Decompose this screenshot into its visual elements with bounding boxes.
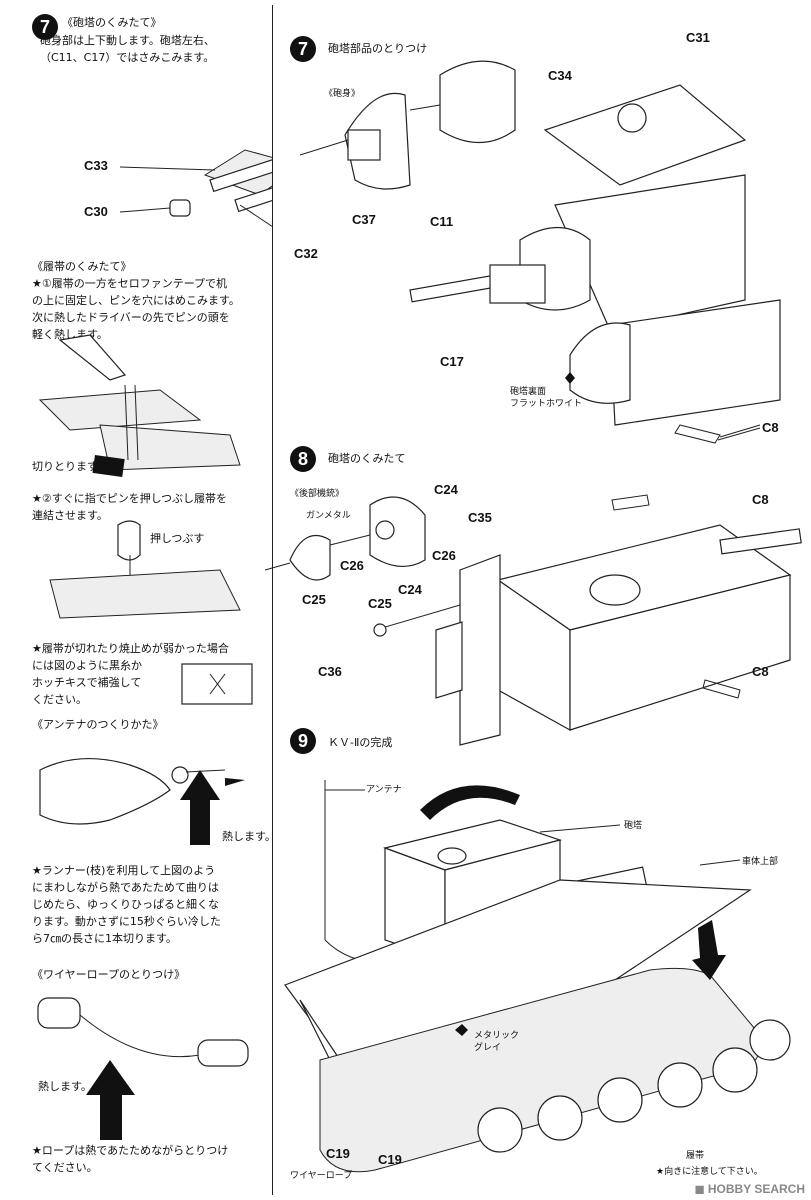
wire-title: 《ワイヤーロープのとりつけ》 bbox=[32, 968, 186, 981]
tracks-title: 《履帯のくみたて》 bbox=[32, 260, 132, 273]
part-label-c36: C36 bbox=[318, 664, 342, 679]
part-label-c19-b: C19 bbox=[378, 1152, 402, 1167]
part-label-c30: C30 bbox=[84, 204, 108, 219]
wire-heat-label: 熱します。 bbox=[38, 1080, 92, 1093]
direction-note: ★向きに注意して下さい。 bbox=[656, 1167, 763, 1177]
step-7-left-title: 《砲塔のくみたて》 bbox=[62, 16, 162, 29]
wire-rope-diagram bbox=[37, 997, 249, 1140]
wire-rope-label: ワイヤーロープ bbox=[290, 1171, 353, 1181]
part-label-c34: C34 bbox=[548, 68, 572, 83]
wire-text: ★ロープは熱であたためながらとりつけ てください。 bbox=[32, 1144, 229, 1174]
step-7-badge-right: 7 bbox=[290, 36, 316, 62]
part-label-c32: C32 bbox=[294, 246, 318, 261]
antenna-heat-label: 熱します。 bbox=[222, 830, 276, 843]
part-label-c37: C37 bbox=[352, 212, 376, 227]
antenna-label: アンテナ bbox=[366, 785, 402, 795]
part-label-c24-bottom: C24 bbox=[398, 582, 422, 597]
cut-off-label: 切りとります bbox=[32, 460, 98, 473]
tracks-text-2: ★②すぐに指でピンを押しつぶし履帯を 連結させます。 bbox=[32, 492, 228, 522]
step-9-title: ＫＶ-Ⅱの完成 bbox=[328, 736, 393, 749]
track-label: 履帯 bbox=[686, 1151, 705, 1161]
part-label-c11: C11 bbox=[430, 214, 454, 229]
antenna-text: ★ランナー(枝)を利用して上図のよう にまわしながら熱であたためて曲りは じめた… bbox=[32, 864, 221, 945]
part-label-c8-bottom: C8 bbox=[752, 664, 769, 679]
column-divider bbox=[272, 5, 273, 1195]
part-label-c17: C17 bbox=[440, 354, 464, 369]
part-label-c19-a: C19 bbox=[326, 1146, 350, 1161]
hobby-search-logo-icon: ◼ bbox=[694, 1182, 705, 1196]
step-8-badge: 8 bbox=[290, 446, 316, 472]
part-label-c8-step7: C8 bbox=[762, 420, 779, 435]
part-label-c35: C35 bbox=[468, 510, 492, 525]
step-9-badge: 9 bbox=[290, 728, 316, 754]
step-7-left-text: 砲身部は上下動します。砲塔左右、 （C11、C17）ではさみこみます。 bbox=[40, 34, 215, 64]
metallic-grey-label: メタリック グレイ bbox=[474, 1031, 520, 1053]
part-label-c8-top: C8 bbox=[752, 492, 769, 507]
gunmetal-label: ガンメタル bbox=[306, 511, 351, 521]
upper-hull-label: 車体上部 bbox=[742, 857, 779, 867]
part-label-c31: C31 bbox=[686, 30, 710, 45]
step-7-badge-left: 7 bbox=[32, 14, 58, 40]
part-label-c25-right: C25 bbox=[368, 596, 392, 611]
track-assembly-diagram bbox=[38, 334, 253, 705]
turret-label: 砲塔 bbox=[624, 821, 643, 831]
step-8-title: 砲塔のくみたて bbox=[328, 452, 406, 465]
paint-flat-white-label: 砲塔裏面 フラットホワイト bbox=[510, 387, 583, 409]
barrel-assembly-diagram bbox=[119, 149, 272, 227]
antenna-title: 《アンテナのつくりかた》 bbox=[32, 718, 164, 731]
tracks-text-1: ★①履帯の一方をセロファンテープで机 の上に固定し、ピンを穴にはめこみます。 次… bbox=[32, 277, 240, 341]
step-7-right-title: 砲塔部品のとりつけ bbox=[328, 42, 428, 55]
part-label-c26-left: C26 bbox=[340, 558, 364, 573]
antenna-diagram bbox=[39, 758, 245, 845]
part-label-c24-top: C24 bbox=[434, 482, 458, 497]
part-label-c26-right: C26 bbox=[432, 548, 456, 563]
press-flat-label: 押しつぶす bbox=[150, 532, 205, 545]
rear-mg-label: 《後部機銃》 bbox=[290, 489, 345, 499]
barrel-label: 《砲身》 bbox=[324, 89, 361, 99]
tracks-text-3: ★履帯が切れたり焼止めが弱かった場合 には図のように黒糸か ホッチキスで補強して… bbox=[32, 642, 229, 706]
part-label-c33: C33 bbox=[84, 158, 108, 173]
hobby-search-watermark: ◼ HOBBY SEARCH bbox=[695, 1182, 805, 1196]
watermark-text: HOBBY SEARCH bbox=[707, 1182, 805, 1196]
part-label-c25-left: C25 bbox=[302, 592, 326, 607]
